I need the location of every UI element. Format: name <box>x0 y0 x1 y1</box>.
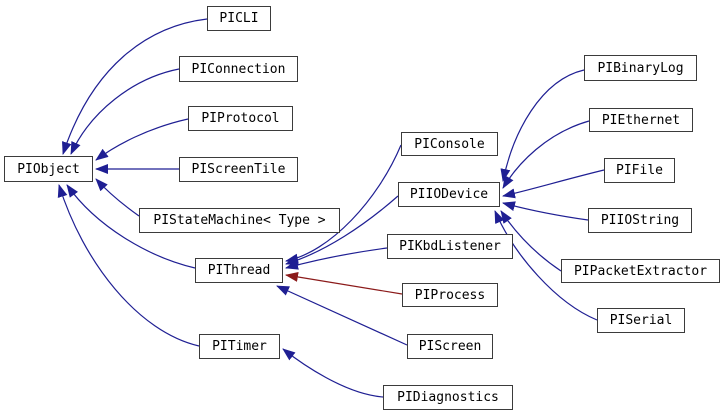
node-piscreentile[interactable]: PIScreenTile <box>179 157 298 182</box>
node-piscreen[interactable]: PIScreen <box>407 334 493 359</box>
node-pibinarylog[interactable]: PIBinaryLog <box>584 55 697 81</box>
edge-pifile-to-piiodevice <box>502 169 605 199</box>
edge-pistatemachine-to-piobject <box>95 178 140 217</box>
edge-piiodevice-to-pithread <box>285 195 399 266</box>
node-pikbdlistener[interactable]: PIKbdListener <box>387 234 513 259</box>
edge-piiostring-to-piiodevice <box>502 201 589 221</box>
node-pipacketextractor[interactable]: PIPacketExtractor <box>561 259 720 283</box>
edge-piprotocol-to-piobject <box>95 118 189 161</box>
node-pifile[interactable]: PIFile <box>604 158 675 183</box>
node-pitimer[interactable]: PITimer <box>199 334 280 359</box>
edge-pithread-to-piobject <box>66 184 196 269</box>
edge-piethernet-to-piiodevice <box>502 120 590 189</box>
node-piserial[interactable]: PISerial <box>597 308 685 333</box>
node-picli[interactable]: PICLI <box>207 6 271 31</box>
node-piiodevice[interactable]: PIIODevice <box>398 182 500 207</box>
node-piprocess[interactable]: PIProcess <box>402 283 498 307</box>
node-piethernet[interactable]: PIEthernet <box>589 108 693 132</box>
edge-pibinarylog-to-piiodevice <box>500 69 585 182</box>
edge-piconnection-to-piobject <box>70 68 180 155</box>
edge-pitimer-to-piobject <box>57 184 200 347</box>
node-pistatemachine[interactable]: PIStateMachine< Type > <box>139 208 340 233</box>
node-piconsole[interactable]: PIConsole <box>401 132 498 156</box>
edge-picli-to-piobject <box>62 18 208 155</box>
edge-piserial-to-piiodevice <box>494 210 598 321</box>
edge-piprocess-to-pithread <box>285 272 403 295</box>
node-piiostring[interactable]: PIIOString <box>588 208 692 233</box>
edge-piscreen-to-pithread <box>276 285 408 346</box>
node-pidiagnostics[interactable]: PIDiagnostics <box>383 385 513 410</box>
node-piconnection[interactable]: PIConnection <box>179 56 298 82</box>
node-pithread[interactable]: PIThread <box>195 258 283 283</box>
node-piobject[interactable]: PIObject <box>4 156 93 182</box>
node-piprotocol[interactable]: PIProtocol <box>188 106 293 131</box>
edge-pikbdlistener-to-pithread <box>285 247 388 270</box>
edge-pipacketextractor-to-piiodevice <box>500 210 562 272</box>
edge-piconsole-to-pithread <box>285 144 402 264</box>
edge-pidiagnostics-to-pitimer <box>282 348 384 398</box>
